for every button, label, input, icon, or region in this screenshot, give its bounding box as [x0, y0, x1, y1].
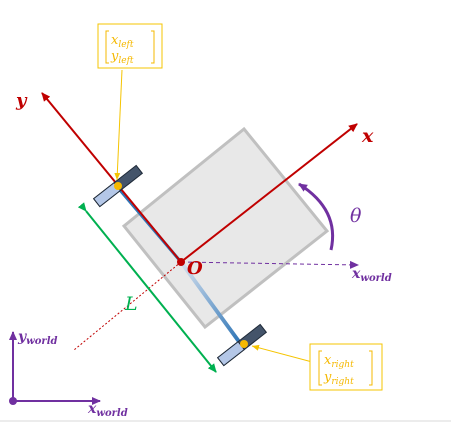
left-callout-bracket-close: [151, 30, 155, 64]
right-callout-top: xright: [324, 353, 354, 370]
right-wheel-contact-point: [240, 340, 248, 348]
right-wheel-callout-box: [309, 343, 383, 391]
left-callout-bottom: yleft: [110, 49, 134, 66]
world-x-label: xworld: [87, 401, 128, 419]
left-callout-leader: [114, 69, 123, 181]
length-marker: [77, 202, 217, 373]
world-origin-point: [9, 397, 17, 405]
theta-arc: [298, 182, 335, 251]
left-callout-top: xleft: [111, 33, 134, 50]
left-callout-bracket-open: [105, 30, 109, 64]
robot-y-label: y: [15, 90, 28, 111]
world-y-label: yworld: [17, 329, 57, 347]
robot-x-label: x: [361, 125, 374, 147]
right-callout-bracket-close: [369, 350, 373, 386]
length-label: L: [124, 293, 138, 315]
right-callout-leader: [251, 344, 317, 364]
right-callout-bracket-open: [318, 350, 322, 386]
theta-label: θ: [350, 205, 362, 227]
x-world-reference-label: xworld: [351, 266, 392, 284]
right-callout-bottom: yright: [323, 370, 354, 387]
origin-label: O: [187, 258, 203, 279]
left-wheel-contact-point: [114, 182, 122, 190]
origin-point: [177, 258, 185, 266]
robot-y-axis: [41, 92, 182, 263]
